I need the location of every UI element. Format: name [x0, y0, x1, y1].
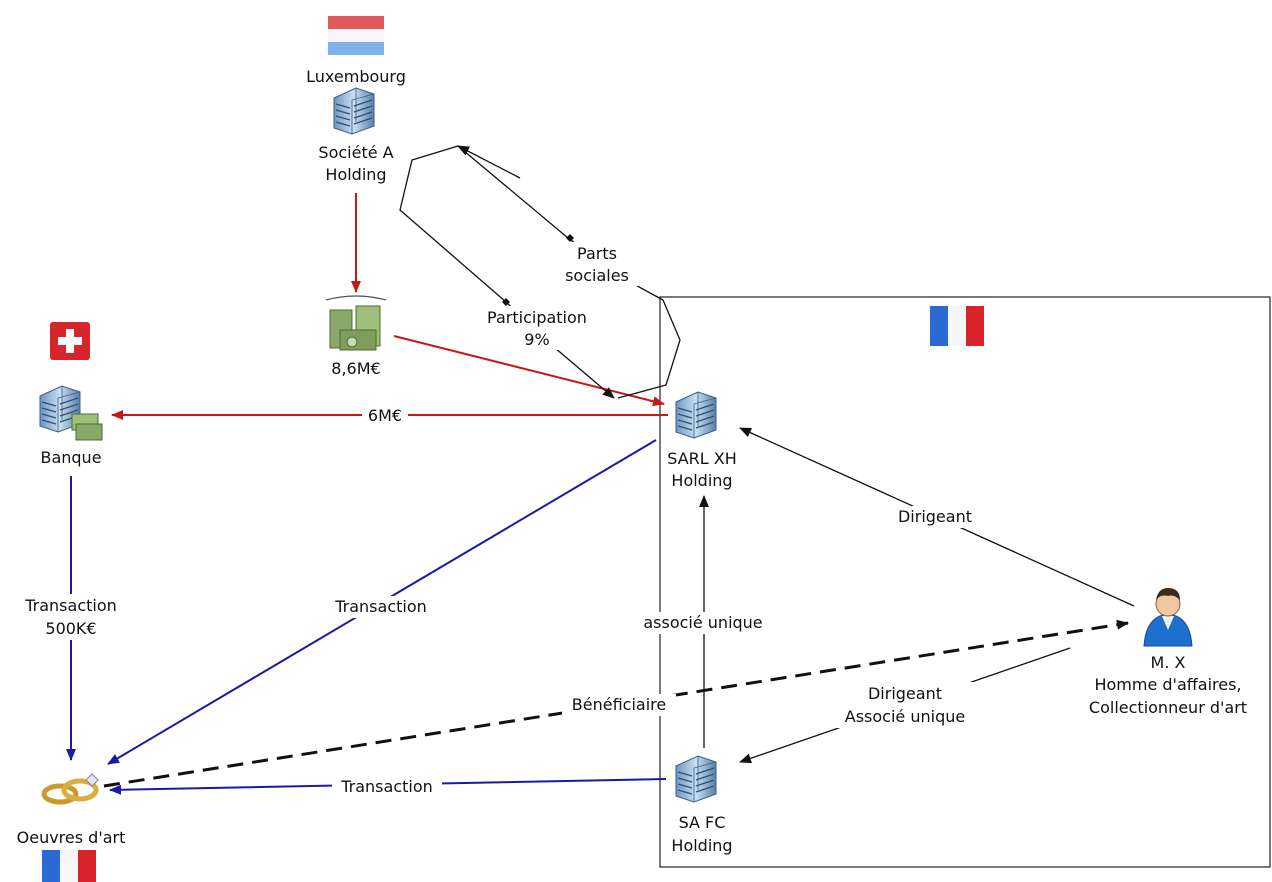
node-cash[interactable]: 8,6M€ — [325, 295, 387, 378]
person-icon — [1143, 588, 1193, 647]
luxembourg-label: Luxembourg — [306, 67, 406, 86]
label-transaction-sarl: Transaction — [326, 596, 436, 618]
label-parts-sociales: Parts sociales — [560, 242, 638, 286]
oeuvres-label: Oeuvres d'art — [17, 828, 126, 847]
associe-unique-label: associé unique — [643, 613, 762, 632]
label-6m: 6M€ — [362, 406, 408, 426]
building-icon — [333, 87, 375, 135]
rings-icon — [41, 773, 99, 805]
node-sa-fc[interactable]: SA FC Holding — [671, 755, 733, 855]
label-beneficiaire: Bénéficiaire — [562, 694, 676, 716]
beneficiaire-label: Bénéficiaire — [572, 695, 666, 714]
transaction-safc-label: Transaction — [340, 777, 433, 796]
parts-sociales-line2: sociales — [565, 266, 629, 285]
node-banque[interactable]: Banque — [39, 385, 103, 467]
money-stack-icon — [71, 413, 103, 441]
luxembourg-flag-icon — [328, 16, 384, 55]
node-sarl-xh[interactable]: SARL XH Holding — [667, 391, 737, 490]
sarl-xh-label-line1: SARL XH — [667, 449, 737, 468]
mx-label-line2: Homme d'affaires, — [1094, 675, 1241, 694]
six-m-label: 6M€ — [368, 406, 402, 425]
transaction-banque-line2: 500K€ — [45, 619, 96, 638]
building-icon — [675, 755, 717, 803]
edge-participation — [399, 145, 615, 399]
france-flag-icon — [930, 306, 984, 346]
participation-line2: 9% — [524, 330, 549, 349]
france-flag-icon-bottom — [42, 850, 96, 882]
edge-beneficiaire — [103, 619, 1129, 788]
label-transaction-safc: Transaction — [332, 776, 442, 798]
sa-fc-label-line2: Holding — [671, 836, 732, 855]
label-transaction-banque: Transaction 500K€ — [16, 594, 128, 640]
node-mx[interactable]: M. X Homme d'affaires, Collectionneur d'… — [1089, 588, 1247, 717]
node-oeuvres[interactable]: Oeuvres d'art — [17, 773, 126, 847]
societe-a-label-line1: Société A — [318, 143, 393, 162]
societe-a-label-line2: Holding — [325, 165, 386, 184]
building-icon — [675, 391, 717, 439]
parts-sociales-line1: Parts — [577, 244, 617, 263]
dirigeant-associe-line2: Associé unique — [845, 707, 965, 726]
participation-line1: Participation — [487, 308, 587, 327]
money-bundle-icon — [325, 295, 387, 351]
loop-marker-1 — [566, 234, 574, 242]
banque-label: Banque — [40, 448, 101, 467]
transaction-sarl-label: Transaction — [334, 597, 427, 616]
mx-label-line3: Collectionneur d'art — [1089, 698, 1247, 717]
label-dirigeant-associe: Dirigeant Associé unique — [834, 682, 976, 728]
edge-cash-to-sarl — [393, 335, 665, 407]
france-frame — [659, 296, 1271, 868]
edge-parts-sociales-head — [457, 145, 521, 179]
node-societe-a[interactable]: Luxembourg Société A Holding — [306, 67, 406, 184]
sarl-xh-label-line2: Holding — [671, 471, 732, 490]
label-associe-unique: associé unique — [634, 612, 772, 634]
cash-label: 8,6M€ — [331, 359, 380, 378]
loop-marker-2 — [502, 298, 510, 306]
dirigeant-label: Dirigeant — [898, 507, 972, 526]
switzerland-flag-icon — [50, 322, 90, 360]
dirigeant-associe-line1: Dirigeant — [868, 684, 942, 703]
label-dirigeant: Dirigeant — [890, 506, 980, 528]
label-participation: Participation 9% — [480, 306, 596, 350]
sa-fc-label-line1: SA FC — [679, 813, 726, 832]
transaction-banque-line1: Transaction — [24, 596, 117, 615]
mx-label-line1: M. X — [1151, 653, 1186, 672]
